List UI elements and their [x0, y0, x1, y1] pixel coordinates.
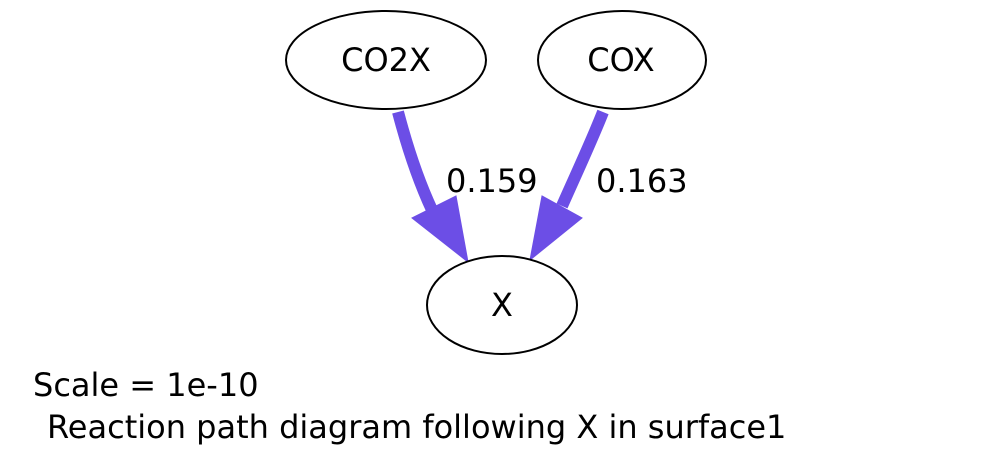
edge-co2x-to-x: 0.159: [392, 110, 538, 264]
scale-caption: Scale = 1e-10: [33, 366, 259, 404]
node-cox: COX: [537, 10, 707, 110]
edge-label-cox-x: 0.163: [596, 162, 688, 200]
node-cox-label: COX: [587, 41, 654, 79]
edge-cox-to-x: 0.163: [529, 109, 688, 262]
node-x-ellipse: [426, 255, 578, 355]
edge-line-cox-x: [556, 109, 609, 209]
node-co2x-ellipse: [285, 10, 487, 110]
node-x-label: X: [491, 286, 513, 324]
edge-line-co2x-x: [392, 110, 438, 213]
node-co2x: CO2X: [285, 10, 487, 110]
arrowhead-co2x-x: [411, 195, 469, 264]
node-x: X: [426, 255, 578, 355]
diagram-title-caption: Reaction path diagram following X in sur…: [47, 408, 786, 446]
node-co2x-label: CO2X: [341, 41, 431, 79]
edge-label-co2x-x: 0.159: [446, 162, 538, 200]
arrowhead-cox-x: [529, 195, 583, 262]
node-cox-ellipse: [537, 10, 707, 110]
